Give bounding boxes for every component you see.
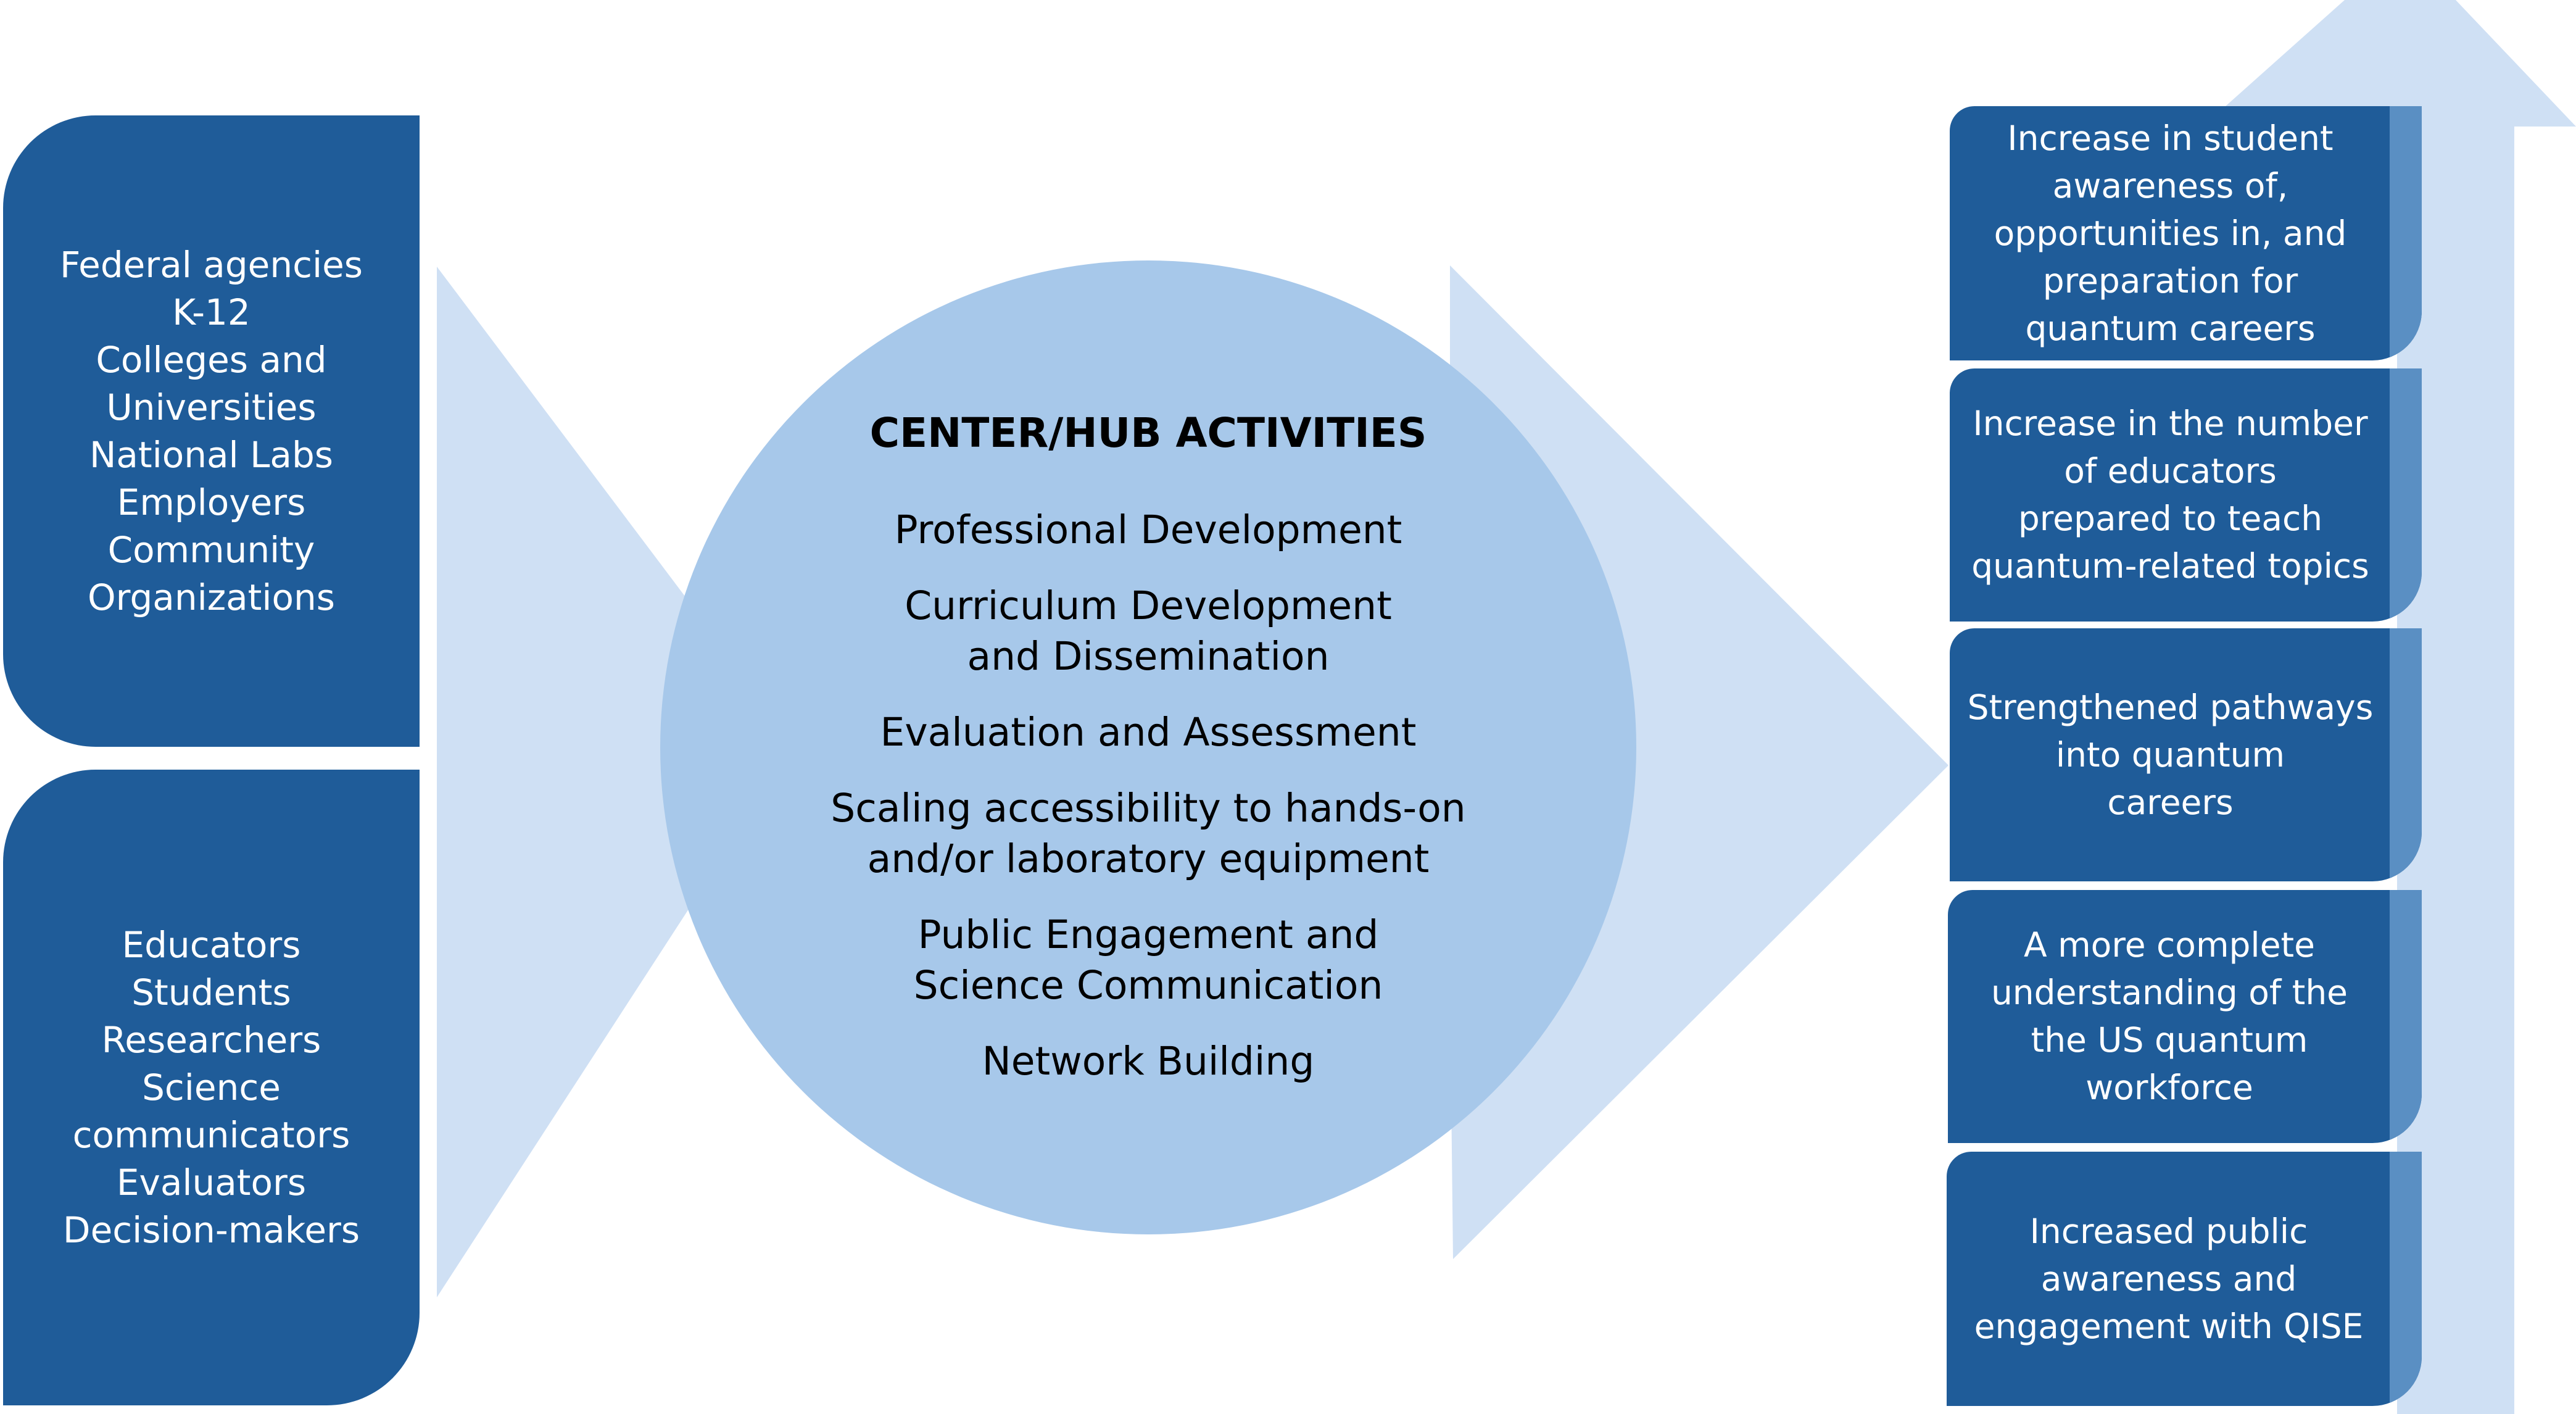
activity-curriculum-development: Curriculum Development and Dissemination (905, 581, 1392, 682)
outcome-shade (2390, 106, 2422, 360)
outcome-box-public-awareness: Increased public awareness and engagemen… (1947, 1152, 2422, 1406)
activity-line: Scaling accessibility to hands-on (830, 786, 1466, 831)
activity-line: Public Engagement and (917, 912, 1379, 957)
activity-evaluation-assessment: Evaluation and Assessment (880, 707, 1417, 758)
outcome-line: awareness of, (2052, 165, 2288, 206)
outcome-line: Strengthened pathways (1967, 687, 2374, 727)
stakeholder-line: Students (131, 971, 291, 1013)
activity-line: and/or laboratory equipment (867, 836, 1430, 881)
activities-circle: CENTER/HUB ACTIVITIES Professional Devel… (660, 260, 1636, 1234)
outcome-text: Strengthened pathways into quantum caree… (1961, 684, 2411, 826)
outcome-box-student-awareness: Increase in student awareness of, opport… (1950, 106, 2422, 360)
outcome-shade (2390, 890, 2422, 1143)
stakeholder-line: Educators (122, 923, 301, 966)
stakeholder-line: communicators (72, 1113, 350, 1156)
outcome-line: workforce (2085, 1068, 2253, 1107)
outcome-line: quantum-related topics (1971, 546, 2369, 586)
stakeholder-line: National Labs (89, 433, 333, 476)
outcome-line: into quantum (2055, 734, 2285, 775)
activities-title: CENTER/HUB ACTIVITIES (869, 409, 1427, 457)
outcome-line: Increase in student (2007, 118, 2334, 158)
outcome-box-educators: Increase in the number of educators prep… (1950, 368, 2422, 622)
activity-line: Science Communication (913, 963, 1383, 1008)
activity-scaling-accessibility: Scaling accessibility to hands-on and/or… (830, 783, 1465, 884)
activity-line: Evaluation and Assessment (880, 710, 1417, 755)
outcome-line: careers (2107, 782, 2234, 822)
outcome-line: understanding of the (1990, 973, 2348, 1012)
stakeholder-list-people: Educators Students Researchers Science c… (63, 921, 360, 1254)
stakeholder-list-organizations: Federal agencies K-12 Colleges and Unive… (60, 241, 363, 622)
outcome-line: A more complete (2024, 925, 2315, 965)
outcome-text: Increase in the number of educators prep… (1965, 400, 2406, 590)
stakeholder-line: Evaluators (116, 1161, 307, 1204)
activity-line: Professional Development (894, 507, 1402, 552)
outcome-shade (2390, 368, 2422, 622)
stakeholder-line: Science (142, 1066, 281, 1108)
outcome-text: Increase in student awareness of, opport… (1988, 115, 2384, 352)
stakeholder-line: Researchers (101, 1018, 321, 1061)
outcome-line: the US quantum (2031, 1020, 2308, 1060)
outcome-line: awareness and (2040, 1258, 2297, 1299)
activity-line: and Dissemination (967, 634, 1330, 679)
stakeholder-line: Employers (117, 481, 306, 523)
outcome-line: quantum careers (2025, 308, 2316, 348)
outcome-line: Increase in the number (1973, 404, 2368, 443)
outcome-line: of educators (2064, 451, 2277, 491)
activity-professional-development: Professional Development (895, 505, 1402, 555)
stakeholder-box-organizations: Federal agencies K-12 Colleges and Unive… (3, 115, 420, 747)
activity-network-building: Network Building (982, 1036, 1315, 1087)
stakeholder-box-people: Educators Students Researchers Science c… (3, 770, 420, 1405)
stakeholder-line: Decision-makers (62, 1208, 360, 1251)
stakeholder-line: Federal agencies (59, 243, 363, 286)
stakeholder-line: Organizations (87, 576, 335, 618)
outcome-line: preparation for (2042, 260, 2298, 301)
outcome-line: opportunities in, and (1994, 213, 2347, 253)
stakeholder-line: Colleges and (96, 338, 327, 381)
outcome-line: engagement with QISE (1974, 1306, 2364, 1346)
activity-line: Network Building (982, 1039, 1315, 1084)
outcome-shade (2390, 1152, 2422, 1406)
input-arrow (437, 267, 796, 1297)
outcome-line: Increased public (2029, 1211, 2308, 1251)
outcome-text: Increased public awareness and engagemen… (1968, 1208, 2401, 1350)
outcome-box-workforce: A more complete understanding of the the… (1948, 890, 2422, 1143)
stakeholder-line: Universities (106, 386, 317, 428)
upward-arrow (2203, 0, 2576, 1414)
outcome-box-pathways: Strengthened pathways into quantum caree… (1950, 628, 2422, 881)
activity-public-engagement: Public Engagement and Science Communicat… (914, 910, 1383, 1011)
stakeholder-line: K-12 (172, 291, 251, 333)
stakeholder-line: Community (107, 528, 315, 571)
outcome-text: A more complete understanding of the the… (1985, 921, 2385, 1112)
activity-line: Curriculum Development (905, 583, 1392, 628)
outcome-shade (2390, 628, 2422, 881)
outcome-line: prepared to teach (2018, 499, 2323, 538)
